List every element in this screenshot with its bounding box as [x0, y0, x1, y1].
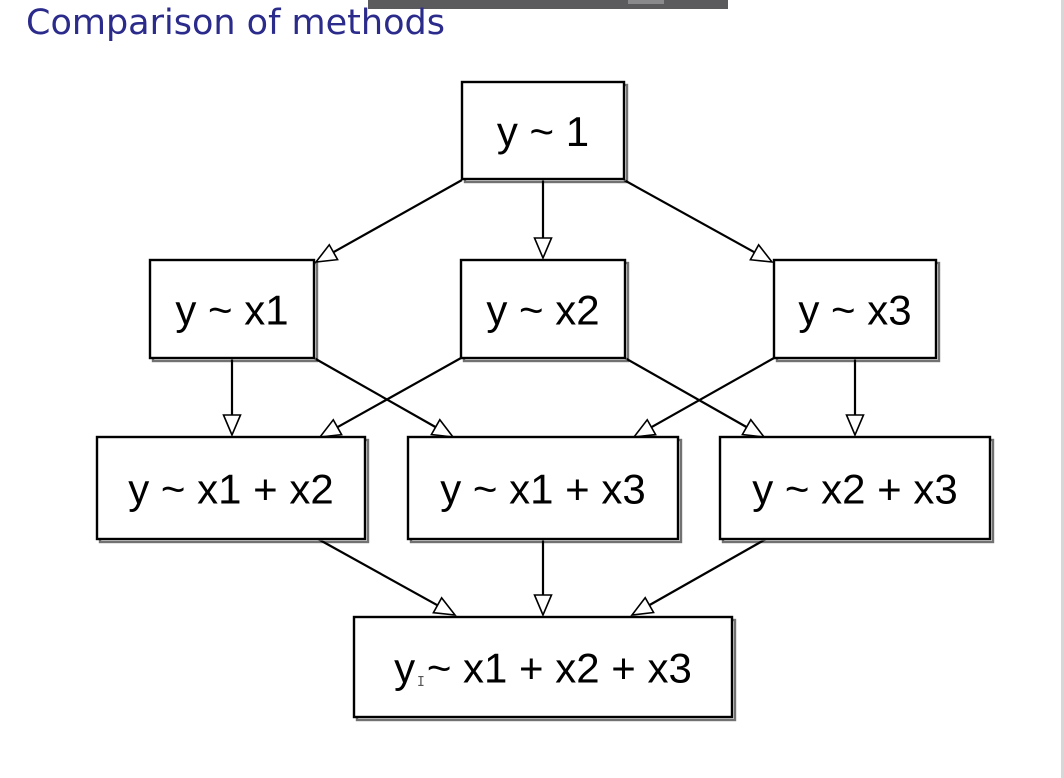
edge-arrow-n0-to-n1 [314, 179, 463, 264]
edge-line [336, 357, 462, 429]
arrowhead-icon [314, 243, 339, 264]
model-node-n1: y ~ x1 [148, 258, 319, 363]
edge-arrow-n0-to-n3 [623, 179, 774, 263]
node-box [772, 258, 938, 360]
model-node-n13: y ~ x1 + x3 [406, 435, 683, 544]
arrowhead-icon [533, 237, 553, 261]
edge-arrow-n2-to-n23 [624, 357, 766, 439]
arrowhead-icon [318, 418, 343, 438]
edge-line [624, 357, 748, 429]
arrowhead-icon [630, 596, 655, 617]
node-label: y ~ x2 [486, 287, 599, 334]
model-node-n0: y ~ 1 [460, 80, 629, 184]
node-label: y ~ x1 + x3 [440, 466, 645, 513]
model-node-n2: y ~ x2 [459, 258, 630, 363]
edge-arrow-n1-to-n12 [222, 358, 242, 438]
node-label: y ~ 1 [497, 108, 589, 155]
edge-line [317, 538, 439, 607]
node-label: y ~ x2 + x3 [752, 466, 957, 513]
node-label: y ~ x1 [175, 287, 288, 334]
model-node-n12: y ~ x1 + x2 [95, 435, 370, 544]
arrowhead-icon [222, 414, 242, 438]
arrowhead-icon [432, 596, 457, 616]
node-box [95, 435, 367, 541]
node-box [352, 615, 734, 719]
node-box [406, 435, 680, 541]
scrollbar-track [1061, 0, 1064, 778]
arrowhead-icon [741, 418, 766, 439]
toolbar-handle [628, 0, 664, 4]
edge-arrow-n0-to-n2 [533, 180, 553, 261]
arrowhead-icon [632, 418, 657, 439]
model-node-n3: y ~ x3 [772, 258, 941, 363]
diagram-nodes: y ~ 1 y ~ x1 y ~ x2 y ~ x3 y ~ x1 + x2 y ~ x1… [95, 80, 995, 722]
edge-arrow-n1-to-n13 [313, 357, 455, 439]
edge-arrow-n23-to-n123 [630, 538, 767, 617]
arrowhead-icon [749, 243, 774, 263]
node-label: y ~ x3 [798, 287, 911, 334]
edge-line [650, 357, 775, 429]
arrowhead-icon [533, 594, 553, 618]
edge-arrow-n13-to-n123 [533, 539, 553, 618]
edge-line [332, 179, 463, 254]
node-label: y ~ x1 + x2 + x3 [394, 645, 692, 692]
edge-arrow-n3-to-n13 [632, 357, 775, 439]
arrowhead-icon [845, 414, 865, 438]
model-node-n23: y ~ x2 + x3 [718, 435, 995, 544]
top-toolbar-strip [368, 0, 728, 9]
node-box [459, 258, 627, 360]
node-box [148, 258, 316, 360]
text-cursor-icon: I [417, 675, 425, 690]
edge-line [623, 179, 756, 254]
arrowhead-icon [430, 418, 455, 439]
node-box [718, 435, 992, 541]
node-box [460, 80, 626, 181]
edge-line [313, 357, 437, 429]
model-node-n123: y ~ x1 + x2 + x3 [352, 615, 737, 722]
edge-line [648, 538, 767, 607]
edge-arrow-n3-to-n23 [845, 358, 865, 438]
diagram-edges [222, 179, 865, 618]
slide-title: Comparison of methods [26, 3, 445, 43]
edge-arrow-n12-to-n123 [317, 538, 457, 616]
node-label: y ~ x1 + x2 [128, 466, 333, 513]
